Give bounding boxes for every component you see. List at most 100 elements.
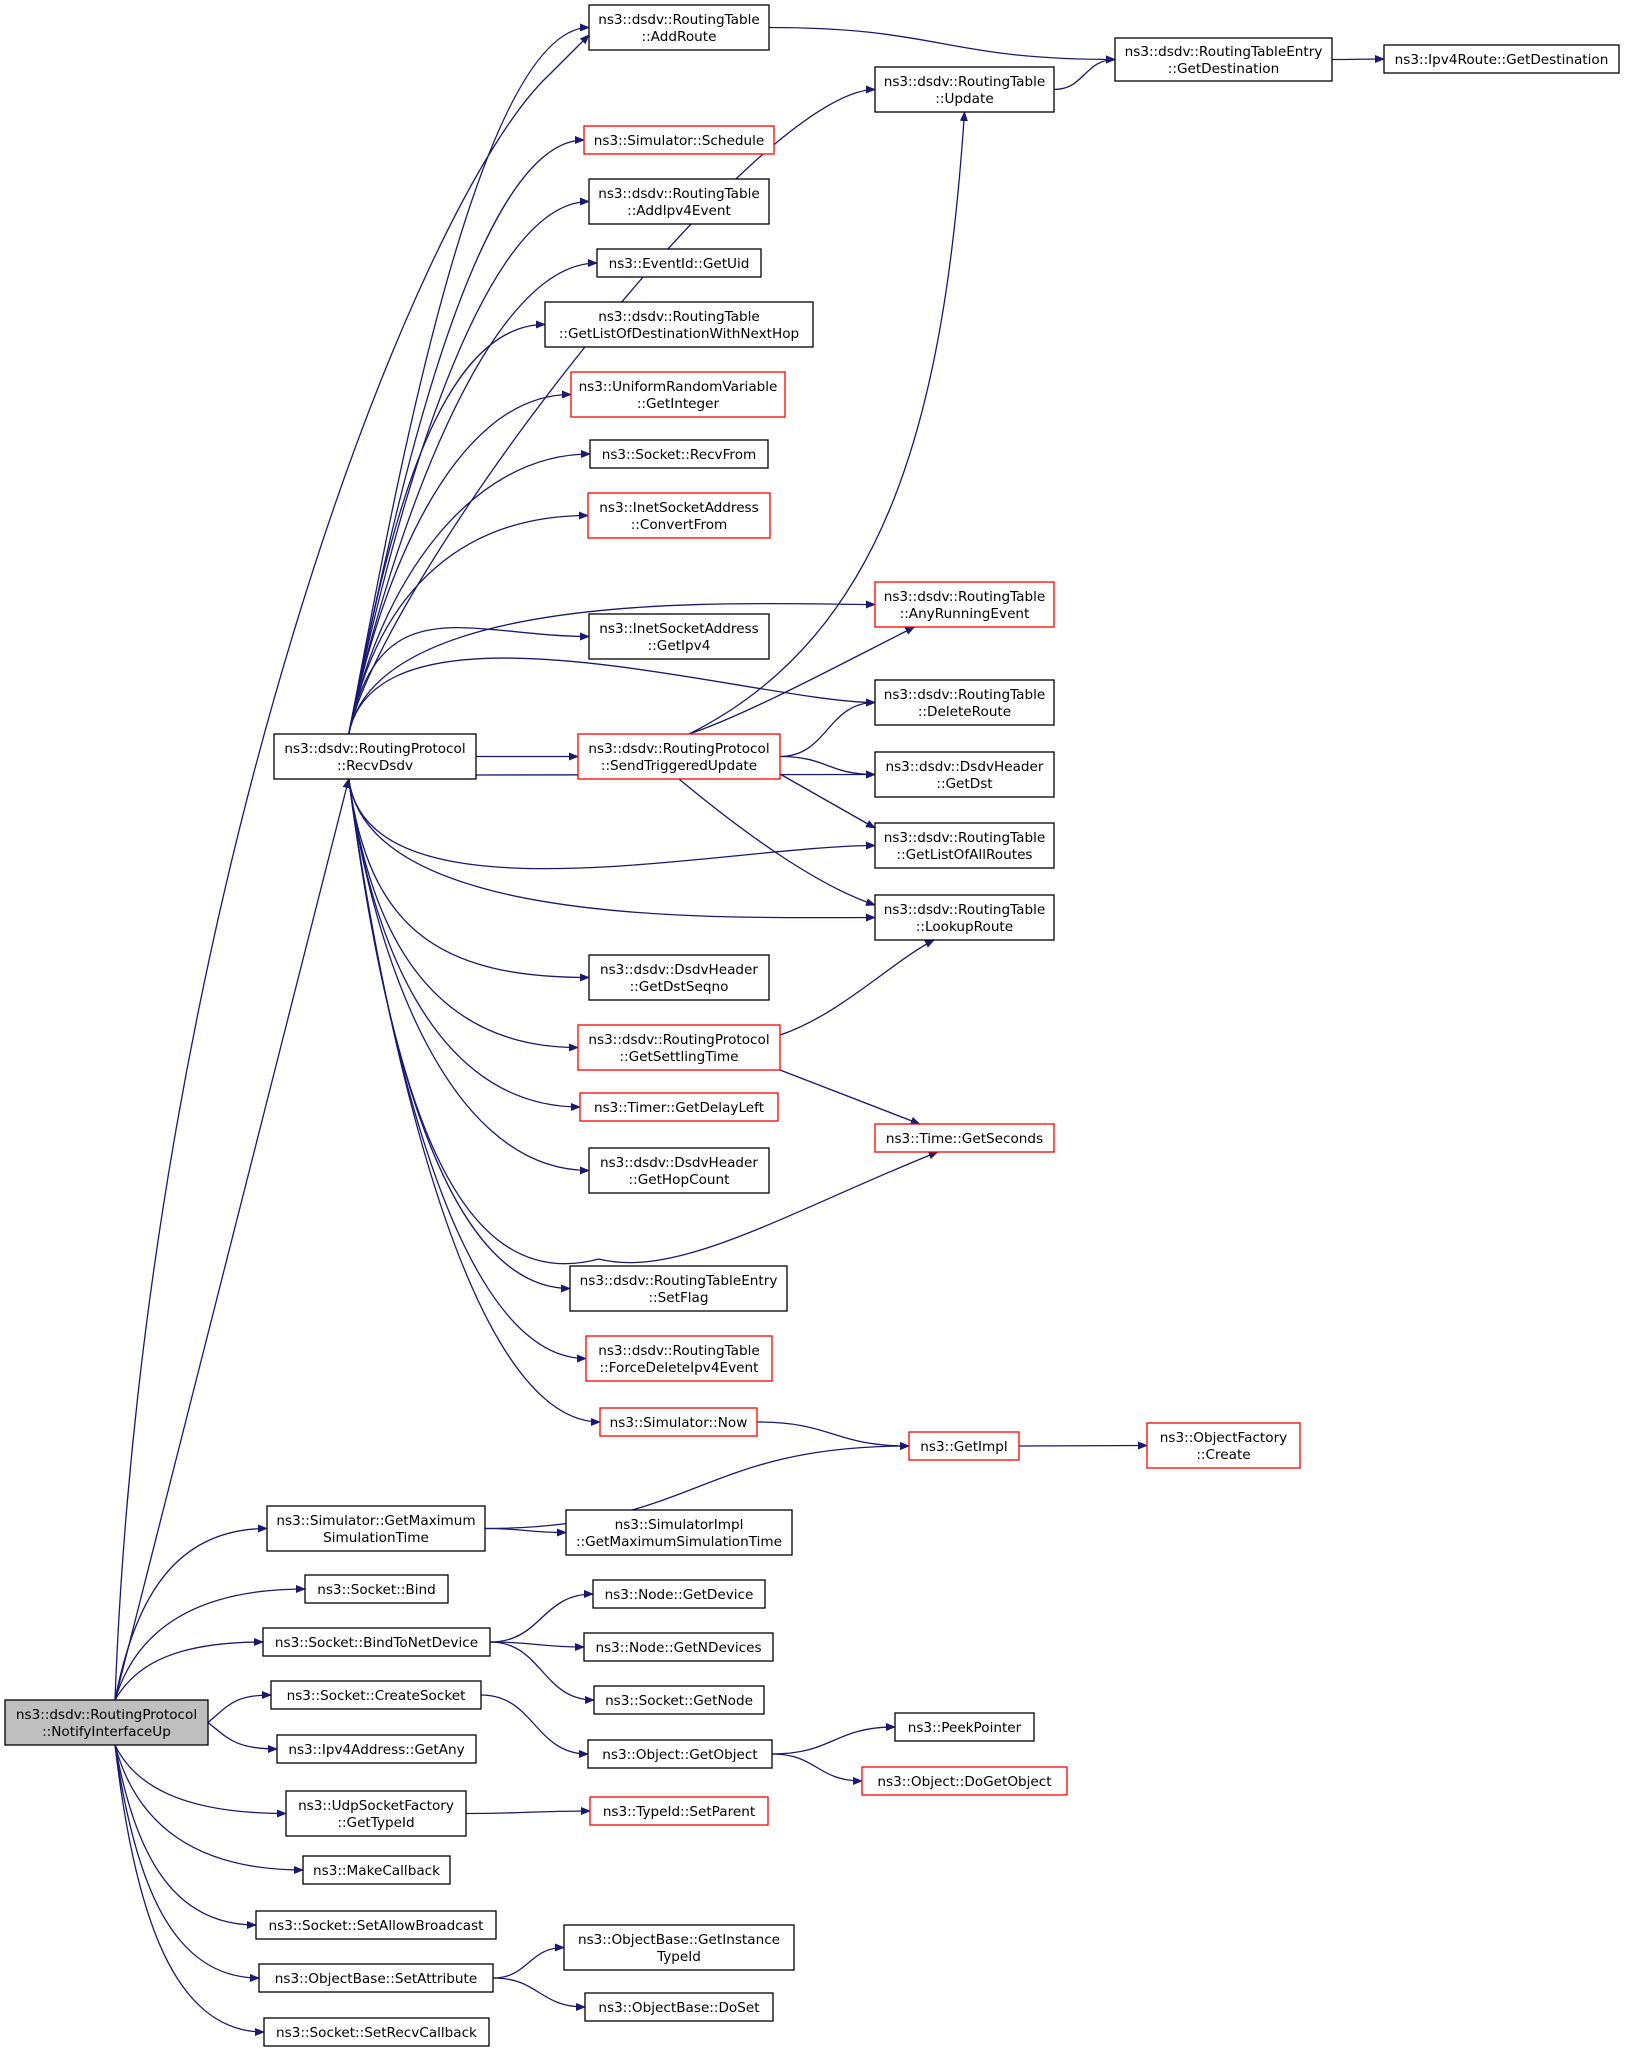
node-socket-bind[interactable]: ns3::Socket::Bind bbox=[304, 1574, 449, 1604]
node-object-getobject[interactable]: ns3::Object::GetObject bbox=[587, 1739, 773, 1769]
node-box bbox=[569, 1265, 788, 1312]
node-node-getndevices[interactable]: ns3::Node::GetNDevices bbox=[583, 1632, 774, 1662]
node-makecallback[interactable]: ns3::MakeCallback bbox=[302, 1855, 451, 1885]
edge-root-to-addroute bbox=[114, 34, 590, 1701]
node-getsettlingtime[interactable]: ns3::dsdv::RoutingProtocol::GetSettlingT… bbox=[577, 1024, 781, 1071]
node-setrecvcallback[interactable]: ns3::Socket::SetRecvCallback bbox=[263, 2017, 490, 2047]
node-label: ::SetFlag bbox=[648, 1290, 708, 1306]
edge-recvdsdv-to-lookuproute bbox=[348, 778, 876, 922]
node-box bbox=[587, 492, 771, 539]
node-ipv4address-getany[interactable]: ns3::Ipv4Address::GetAny bbox=[276, 1734, 477, 1764]
node-getimpl[interactable]: ns3::GetImpl bbox=[908, 1431, 1020, 1461]
node-lookuproute[interactable]: ns3::dsdv::RoutingTable::LookupRoute bbox=[874, 894, 1055, 941]
node-time-getseconds[interactable]: ns3::Time::GetSeconds bbox=[874, 1123, 1055, 1153]
node-forcedelete[interactable]: ns3::dsdv::RoutingTable::ForceDeleteIpv4… bbox=[585, 1335, 773, 1382]
node-sendtriggered[interactable]: ns3::dsdv::RoutingProtocol::SendTriggere… bbox=[577, 733, 781, 780]
node-label: ::GetDestination bbox=[1168, 61, 1279, 77]
edge-recvdsdv-to-uniform-getinteger bbox=[348, 390, 572, 735]
node-box bbox=[874, 751, 1055, 798]
edge-socket-bindtonetdevice-to-node-getdevice bbox=[489, 1590, 594, 1643]
node-box bbox=[263, 2017, 490, 2047]
node-setallowbroadcast[interactable]: ns3::Socket::SetAllowBroadcast bbox=[255, 1910, 497, 1940]
node-eventid-getuid[interactable]: ns3::EventId::GetUid bbox=[596, 248, 762, 278]
node-box bbox=[908, 1431, 1020, 1461]
node-label: ns3::Ipv4Route::GetDestination bbox=[1395, 52, 1609, 68]
node-objectbase-setattribute[interactable]: ns3::ObjectBase::SetAttribute bbox=[258, 1963, 494, 1993]
node-box bbox=[304, 1574, 449, 1604]
node-root[interactable]: ns3::dsdv::RoutingProtocol::NotifyInterf… bbox=[4, 1699, 209, 1746]
node-box bbox=[874, 822, 1055, 869]
edge-recvdsdv-to-forcedelete bbox=[348, 778, 587, 1363]
edge-root-to-socket-bind bbox=[114, 1585, 306, 1701]
node-label: ns3::TypeId::SetParent bbox=[603, 1804, 755, 1820]
node-label: ns3::Simulator::Now bbox=[610, 1415, 748, 1431]
edge-getmaxsimtime-to-simimpl-getmax bbox=[484, 1527, 567, 1537]
node-label: ::Create bbox=[1196, 1447, 1250, 1463]
node-object-dogetobject[interactable]: ns3::Object::DoGetObject bbox=[861, 1766, 1068, 1796]
node-label: ns3::dsdv::DsdvHeader bbox=[885, 759, 1043, 775]
node-box bbox=[599, 1407, 758, 1437]
node-label: ns3::Socket::BindToNetDevice bbox=[275, 1635, 478, 1651]
node-label: ns3::ObjectBase::DoSet bbox=[598, 2000, 759, 2016]
node-addroute[interactable]: ns3::dsdv::RoutingTable::AddRoute bbox=[588, 4, 770, 51]
node-uniform-getinteger[interactable]: ns3::UniformRandomVariable::GetInteger bbox=[570, 371, 786, 418]
node-deleteroute[interactable]: ns3::dsdv::RoutingTable::DeleteRoute bbox=[874, 679, 1055, 726]
node-socket-recvfrom[interactable]: ns3::Socket::RecvFrom bbox=[589, 439, 769, 469]
node-box bbox=[1383, 44, 1620, 74]
node-socket-createsocket[interactable]: ns3::Socket::CreateSocket bbox=[270, 1680, 482, 1710]
node-label: ns3::dsdv::RoutingProtocol bbox=[284, 741, 465, 757]
node-node-getdevice[interactable]: ns3::Node::GetDevice bbox=[592, 1579, 766, 1609]
node-getdst[interactable]: ns3::dsdv::DsdvHeader::GetDst bbox=[874, 751, 1055, 798]
edge-getmaxsimtime-to-getimpl bbox=[484, 1442, 910, 1530]
node-objectfactory-create[interactable]: ns3::ObjectFactory::Create bbox=[1146, 1422, 1301, 1469]
node-gethopcount[interactable]: ns3::dsdv::DsdvHeader::GetHopCount bbox=[588, 1147, 770, 1194]
node-label: ns3::dsdv::DsdvHeader bbox=[600, 1155, 758, 1171]
edge-object-getobject-to-object-dogetobject bbox=[771, 1753, 863, 1785]
node-box bbox=[579, 1092, 779, 1122]
node-label: ns3::EventId::GetUid bbox=[609, 256, 750, 272]
node-getlistofallroutes[interactable]: ns3::dsdv::RoutingTable::GetListOfAllRou… bbox=[874, 822, 1055, 869]
edge-objectbase-setattribute-to-objectbase-getinstancetypeid bbox=[492, 1943, 565, 1979]
node-getdstseqno[interactable]: ns3::dsdv::DsdvHeader::GetDstSeqno bbox=[588, 954, 770, 1001]
edge-recvdsdv-to-getdstseqno bbox=[348, 778, 590, 982]
edge-recvdsdv-to-update bbox=[348, 85, 876, 735]
node-label: ns3::dsdv::RoutingTable bbox=[598, 1343, 760, 1359]
node-socket-bindtonetdevice[interactable]: ns3::Socket::BindToNetDevice bbox=[262, 1627, 491, 1657]
node-objectbase-doset[interactable]: ns3::ObjectBase::DoSet bbox=[584, 1992, 774, 2022]
node-timer-getdelayleft[interactable]: ns3::Timer::GetDelayLeft bbox=[579, 1092, 779, 1122]
node-label: ::NotifyInterfaceUp bbox=[42, 1724, 171, 1740]
node-socket-getnode[interactable]: ns3::Socket::GetNode bbox=[593, 1685, 765, 1715]
node-label: ns3::UniformRandomVariable bbox=[579, 379, 778, 395]
edge-sendtriggered-to-getlistofallroutes bbox=[779, 773, 876, 829]
node-anyrunningevent[interactable]: ns3::dsdv::RoutingTable::AnyRunningEvent bbox=[874, 581, 1055, 628]
node-label: ns3::dsdv::RoutingTable bbox=[598, 309, 760, 325]
node-inet-getipv4[interactable]: ns3::InetSocketAddress::GetIpv4 bbox=[588, 613, 770, 660]
edge-simulator-now-to-getimpl bbox=[756, 1421, 910, 1450]
edge-root-to-socket-createsocket bbox=[207, 1691, 272, 1724]
node-getmaxsimtime[interactable]: ns3::Simulator::GetMaximumSimulationTime bbox=[266, 1505, 486, 1552]
node-inet-convertfrom[interactable]: ns3::InetSocketAddress::ConvertFrom bbox=[587, 492, 771, 539]
node-label: ns3::dsdv::RoutingTable bbox=[884, 687, 1046, 703]
node-label: ns3::SimulatorImpl bbox=[615, 1517, 744, 1533]
node-label: ns3::Node::GetNDevices bbox=[595, 1640, 761, 1656]
node-getlistofdest[interactable]: ns3::dsdv::RoutingTable::GetListOfDestin… bbox=[544, 301, 814, 348]
node-getdest-entry[interactable]: ns3::dsdv::RoutingTableEntry::GetDestina… bbox=[1114, 37, 1333, 82]
node-setflag[interactable]: ns3::dsdv::RoutingTableEntry::SetFlag bbox=[569, 1265, 788, 1312]
node-typeid-setparent[interactable]: ns3::TypeId::SetParent bbox=[589, 1796, 769, 1826]
node-box bbox=[874, 581, 1055, 628]
node-simulator-now[interactable]: ns3::Simulator::Now bbox=[599, 1407, 758, 1437]
node-schedule[interactable]: ns3::Simulator::Schedule bbox=[583, 125, 775, 155]
node-box bbox=[570, 371, 786, 418]
node-udpsocketfactory[interactable]: ns3::UdpSocketFactory::GetTypeId bbox=[285, 1790, 467, 1837]
node-recvdsdv[interactable]: ns3::dsdv::RoutingProtocol::RecvDsdv bbox=[273, 733, 477, 780]
node-label: ::GetMaximumSimulationTime bbox=[576, 1534, 782, 1550]
edge-recvdsdv-to-gethopcount bbox=[348, 778, 590, 1175]
node-box bbox=[4, 1699, 209, 1746]
node-ipv4route-getdest[interactable]: ns3::Ipv4Route::GetDestination bbox=[1383, 44, 1620, 74]
node-update[interactable]: ns3::dsdv::RoutingTable::Update bbox=[874, 66, 1055, 113]
node-peekpointer[interactable]: ns3::PeekPointer bbox=[894, 1712, 1035, 1742]
node-addipv4event[interactable]: ns3::dsdv::RoutingTable::AddIpv4Event bbox=[588, 178, 770, 225]
node-simimpl-getmax[interactable]: ns3::SimulatorImpl::GetMaximumSimulation… bbox=[565, 1509, 793, 1556]
